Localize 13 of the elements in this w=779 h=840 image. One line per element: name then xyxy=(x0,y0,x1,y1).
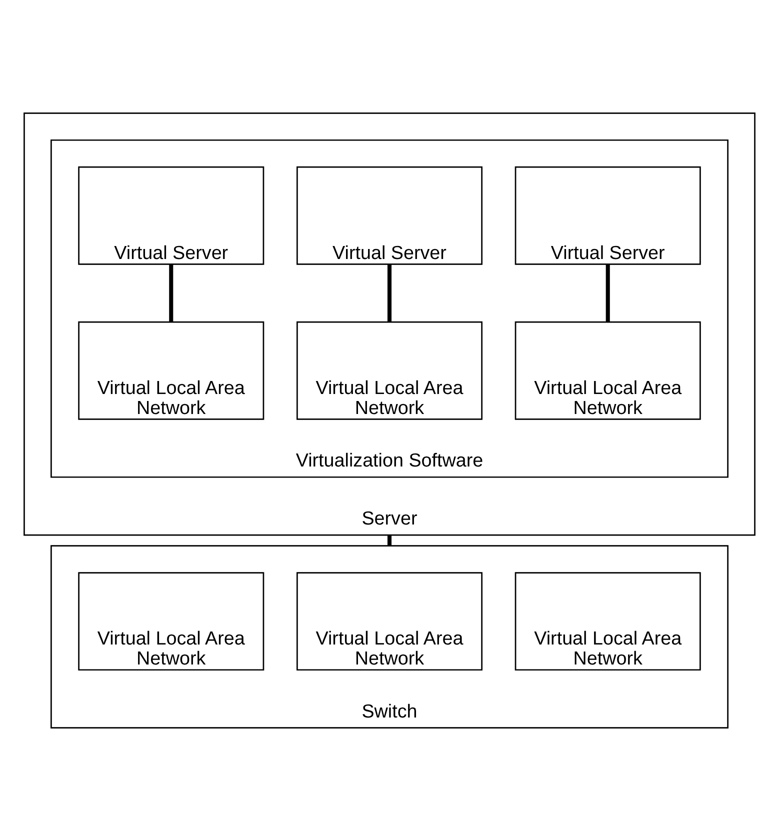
node-box: Virtual Server xyxy=(296,166,482,264)
node-box: Virtual Local Area Network xyxy=(296,320,482,420)
connector xyxy=(387,534,392,546)
node-box: Virtual Local Area Network xyxy=(514,320,701,420)
node-box: Virtual Local Area Network xyxy=(78,320,264,420)
connector xyxy=(606,264,610,322)
node-box: Virtual Server xyxy=(514,166,701,264)
node-box: Virtual Server xyxy=(78,166,264,264)
node-box: Virtual Local Area Network xyxy=(296,572,482,670)
connector xyxy=(387,264,392,322)
connector xyxy=(169,264,174,322)
node-box: Virtual Local Area Network xyxy=(514,572,701,670)
node-box: Virtual Local Area Network xyxy=(78,572,264,670)
